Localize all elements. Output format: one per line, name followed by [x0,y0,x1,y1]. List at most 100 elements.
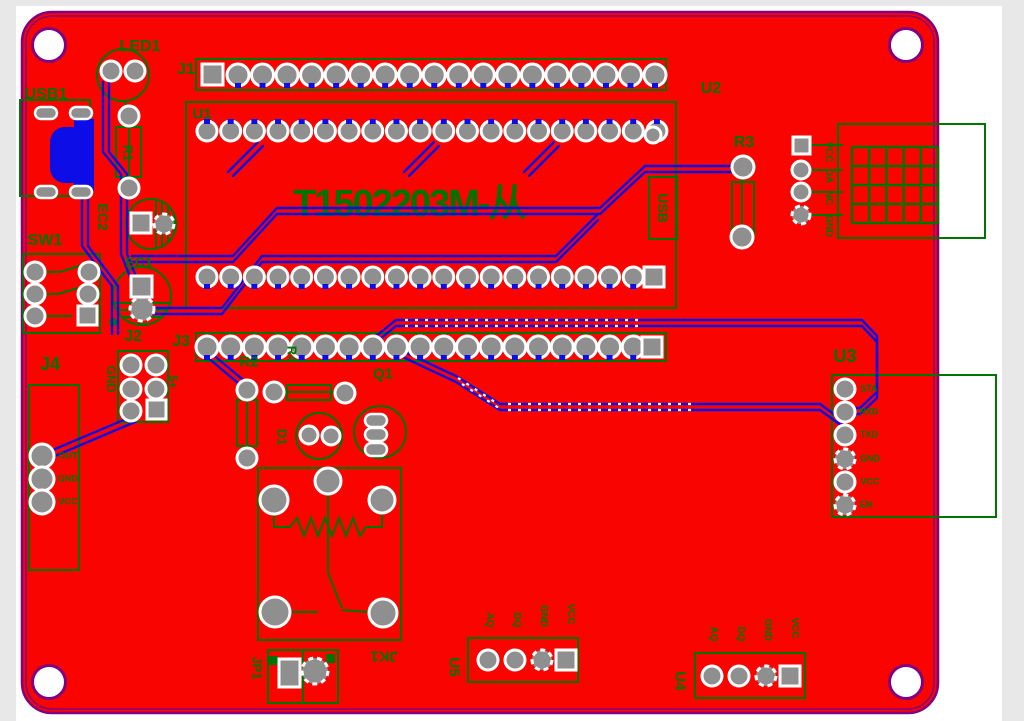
pad-through-hole[interactable] [421,62,447,88]
pad-through-hole[interactable] [367,485,397,515]
pad-through-hole[interactable] [700,664,724,688]
pad-smd-oval[interactable] [363,426,389,443]
pad-through-hole[interactable] [235,446,259,470]
pad-through-hole-gnd[interactable] [128,295,156,323]
pad-square-pin1[interactable] [76,304,99,327]
pad-through-hole[interactable] [495,62,521,88]
pad-through-hole[interactable] [241,334,267,360]
component-outline[interactable] [831,374,997,518]
pad-square-pin1[interactable] [642,265,666,289]
pad-through-hole[interactable] [519,62,545,88]
pad-through-hole-gnd[interactable] [754,664,778,688]
pad-through-hole[interactable] [833,423,857,447]
pad-through-hole[interactable] [119,353,143,377]
copper-trace[interactable] [407,144,441,178]
pad-through-hole[interactable] [258,595,292,629]
pad-through-hole[interactable] [313,466,343,496]
pad-square-pin1[interactable] [277,657,302,689]
pad-through-hole[interactable] [833,400,857,424]
pad-through-hole-gnd[interactable] [833,493,857,517]
copper-trace[interactable] [130,164,739,258]
pad-through-hole[interactable] [597,334,623,360]
mounting-hole[interactable] [31,664,67,700]
pad-through-hole[interactable] [76,282,100,306]
pad-through-hole[interactable] [476,648,500,672]
pad-through-hole[interactable] [320,425,342,447]
pad-through-hole-gnd[interactable] [833,447,857,471]
pad-through-hole[interactable] [360,334,386,360]
copper-trace[interactable] [46,414,135,454]
copper-trace[interactable] [205,355,246,390]
pad-smd-oval[interactable] [68,105,94,121]
pad-through-hole-gnd[interactable] [152,212,176,236]
pad-square-pin1[interactable] [554,648,578,672]
pad-square-pin1[interactable] [200,62,225,87]
pad-through-hole[interactable] [119,377,143,401]
component-outline[interactable] [694,652,806,699]
pad-through-hole[interactable] [23,304,47,328]
pad-through-hole[interactable] [119,399,143,423]
pad-through-hole[interactable] [446,62,472,88]
pad-through-hole[interactable] [323,62,349,88]
mounting-hole[interactable] [888,27,924,63]
pad-through-hole[interactable] [367,597,399,629]
pad-through-hole[interactable] [833,377,857,401]
component-outline[interactable] [837,123,986,239]
pad-through-hole[interactable] [194,334,220,360]
copper-trace[interactable] [48,420,137,460]
pad-through-hole[interactable] [28,465,56,493]
pad-through-hole[interactable] [99,59,123,83]
pad-through-hole[interactable] [144,353,168,377]
pad-through-hole[interactable] [333,381,357,405]
copper-trace[interactable] [130,170,739,264]
pad-through-hole[interactable] [573,334,599,360]
component-outline[interactable] [648,176,678,240]
pad-through-hole[interactable] [502,334,528,360]
component-outline[interactable] [467,637,579,683]
pad-through-hole[interactable] [250,62,276,88]
pad-through-hole[interactable] [258,484,290,516]
copper-trace[interactable] [209,351,250,386]
component-outline-circle[interactable] [353,405,407,459]
pad-through-hole[interactable] [544,62,570,88]
pad-through-hole[interactable] [299,62,325,88]
pad-through-hole[interactable] [431,334,457,360]
mounting-hole[interactable] [31,27,67,63]
component-outline-circle[interactable] [295,412,343,460]
component-outline[interactable] [22,253,101,334]
pad-through-hole[interactable] [274,62,300,88]
pad-through-hole[interactable] [77,260,101,284]
copper-trace[interactable] [148,218,600,316]
copper-trace[interactable] [402,140,436,174]
pad-through-hole[interactable] [23,260,47,284]
component-outline-circle[interactable] [96,48,150,102]
copper-trace[interactable] [368,318,879,410]
pad-through-hole[interactable] [454,334,480,360]
pad-through-hole[interactable] [568,62,594,88]
pad-through-hole[interactable] [729,224,755,250]
pad-through-hole[interactable] [642,62,668,88]
copper-trace[interactable] [231,144,265,178]
pad-through-hole[interactable] [144,377,168,401]
pad-through-hole[interactable] [833,470,857,494]
pad-through-hole[interactable] [336,334,362,360]
pad-through-hole[interactable] [478,334,504,360]
pcb-board[interactable] [20,10,940,715]
pad-through-hole-gnd[interactable] [300,656,330,686]
copper-trace[interactable] [226,140,260,174]
pad-through-hole[interactable] [289,334,315,360]
pad-through-hole-gnd[interactable] [530,648,554,672]
pad-through-hole[interactable] [593,62,619,88]
pad-through-hole[interactable] [407,334,433,360]
pad-square-pin1[interactable] [129,211,153,235]
pad-through-hole[interactable] [23,282,47,306]
pad-through-hole-gnd[interactable] [790,204,812,226]
pad-smd-oval[interactable] [363,412,389,429]
pad-square-pin1[interactable] [778,664,802,688]
mounting-hole[interactable] [888,664,924,700]
pad-smd-oval[interactable] [33,105,59,121]
pad-through-hole[interactable] [790,159,812,181]
copper-trace[interactable] [522,140,556,174]
pad-smd-oval[interactable] [33,184,59,200]
pad-through-hole[interactable] [348,62,374,88]
